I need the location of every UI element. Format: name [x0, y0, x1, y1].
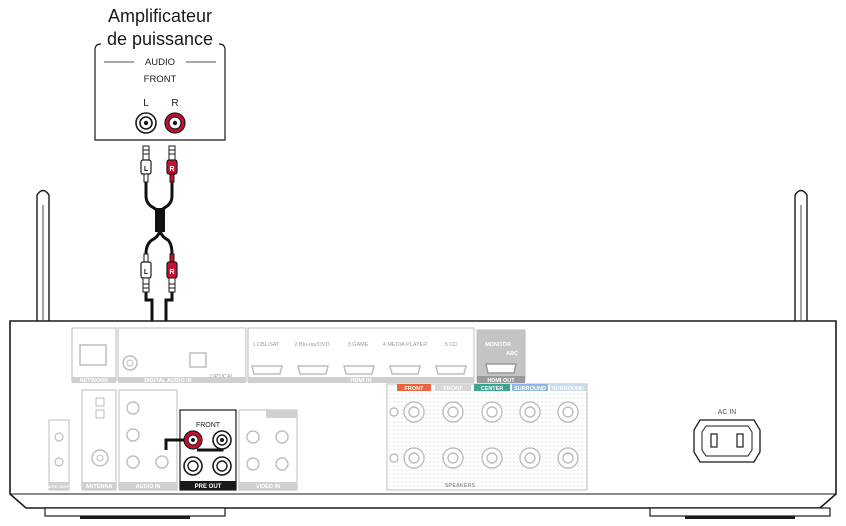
- ac-pin-right: [736, 433, 744, 448]
- ac-in-section: AC IN: [693, 409, 761, 463]
- wire-into-pre-out-right: [164, 438, 184, 450]
- hdmi-out-port: [485, 363, 517, 374]
- hdmi-in-5-label: 5 CD: [445, 342, 458, 348]
- amp-audio-label: AUDIO: [145, 57, 175, 68]
- network-label: NETWORK: [80, 378, 108, 384]
- hdmi-in-3-label: 3 GAME: [348, 342, 369, 348]
- hdmi-in-1-label: 1 CBL/SAT: [252, 342, 280, 348]
- pre-out-lower-jacks: [183, 456, 232, 476]
- plug-letter-l-bottom: L: [144, 269, 149, 276]
- digital-audio-in-section: OPTICAL DIGITAL AUDIO IN: [117, 327, 247, 384]
- amp-panel-outline: [94, 43, 226, 141]
- ac-pin-left: [710, 433, 718, 448]
- speaker-label-surround-r: SURROUND: [514, 386, 546, 392]
- plug-letter-r-bottom: R: [169, 269, 174, 276]
- speaker-label-surround-l: SURROUND: [552, 386, 584, 392]
- hdmi-out-section: MONITOR ARC HDMI OUT: [476, 329, 526, 384]
- amp-r-label: R: [171, 98, 178, 109]
- receiver-feet: [44, 507, 831, 519]
- hdmi-port-5: [435, 365, 467, 375]
- remote-control-section: REMOTE CONTROL: [42, 419, 76, 491]
- hdmi-port-2: [297, 365, 329, 375]
- antenna-section: ANTENNA: [81, 389, 117, 491]
- pre-out-section: FRONT PRE OUT: [179, 409, 237, 491]
- hdmi-in-4-label: 4 MEDIA PLAYER: [383, 342, 428, 348]
- amp-l-label: L: [143, 98, 149, 109]
- amp-left-jack[interactable]: [135, 112, 157, 134]
- arc-label: ARC: [506, 351, 518, 357]
- amp-title-line1: Amplificateur: [108, 6, 212, 26]
- hdmi-port-1: [251, 365, 283, 375]
- pre-out-front-right-jack[interactable]: [183, 430, 203, 450]
- rca-plug-right-top: [166, 145, 178, 183]
- audio-in-label: AUDIO IN: [136, 484, 161, 490]
- remote-control-label: REMOTE CONTROL: [42, 485, 76, 489]
- ac-in-label: AC IN: [718, 409, 737, 416]
- plug-letter-r-top: R: [169, 166, 174, 173]
- wire-into-pre-out-left: [197, 448, 224, 452]
- hdmi-out-label: HDMI OUT: [487, 378, 515, 384]
- rca-plug-right-bottom: [166, 253, 178, 293]
- speakers-section: FRONT FRONT CENTER SURROUND SURROUND: [386, 383, 588, 491]
- hdmi-in-section: 1 CBL/SAT 2 Blu-ray/DVD 3 GAME 4 MEDIA P…: [247, 327, 475, 384]
- hdmi-in-2-label: 2 Blu-ray/DVD: [294, 342, 329, 348]
- hdmi-port-4: [389, 365, 421, 375]
- speaker-terminals: [389, 401, 579, 469]
- cable-joined-jacket: [155, 208, 165, 232]
- antenna-label: ANTENNA: [86, 484, 113, 490]
- digital-audio-in-label: DIGITAL AUDIO IN: [144, 378, 192, 384]
- power-amplifier: Amplificateur de puissance AUDIO FRONT L…: [94, 6, 226, 141]
- cable-right: [158, 182, 174, 255]
- amp-front-label: FRONT: [144, 74, 177, 85]
- rca-plug-left-bottom: [140, 253, 152, 293]
- hdmi-port-3: [343, 365, 375, 375]
- speaker-label-center: CENTER: [481, 386, 504, 392]
- plug-letter-l-top: L: [144, 166, 149, 173]
- speaker-label-front-r: FRONT: [405, 386, 425, 392]
- pre-out-front-left-jack[interactable]: [212, 430, 232, 450]
- av-receiver: NETWORK OPTICAL DIGITAL AUDIO IN 1 CBL/S…: [9, 189, 837, 519]
- monitor-label: MONITOR: [485, 342, 511, 348]
- ac-inlet-inner: [701, 425, 753, 457]
- speaker-label-front-l: FRONT: [444, 386, 464, 392]
- network-section: NETWORK: [71, 327, 117, 384]
- video-in-section: VIDEO IN: [238, 409, 298, 491]
- amp-title-line2: de puissance: [107, 29, 213, 49]
- pre-out-label: PRE OUT: [195, 484, 222, 490]
- hdmi-in-label: HDMI IN: [350, 378, 371, 384]
- speakers-label: SPEAKERS: [445, 483, 476, 489]
- amp-right-jack[interactable]: [164, 112, 186, 134]
- video-in-label: VIDEO IN: [256, 484, 280, 490]
- pre-out-front-label: FRONT: [196, 422, 221, 429]
- rca-plug-left-top: [140, 145, 152, 183]
